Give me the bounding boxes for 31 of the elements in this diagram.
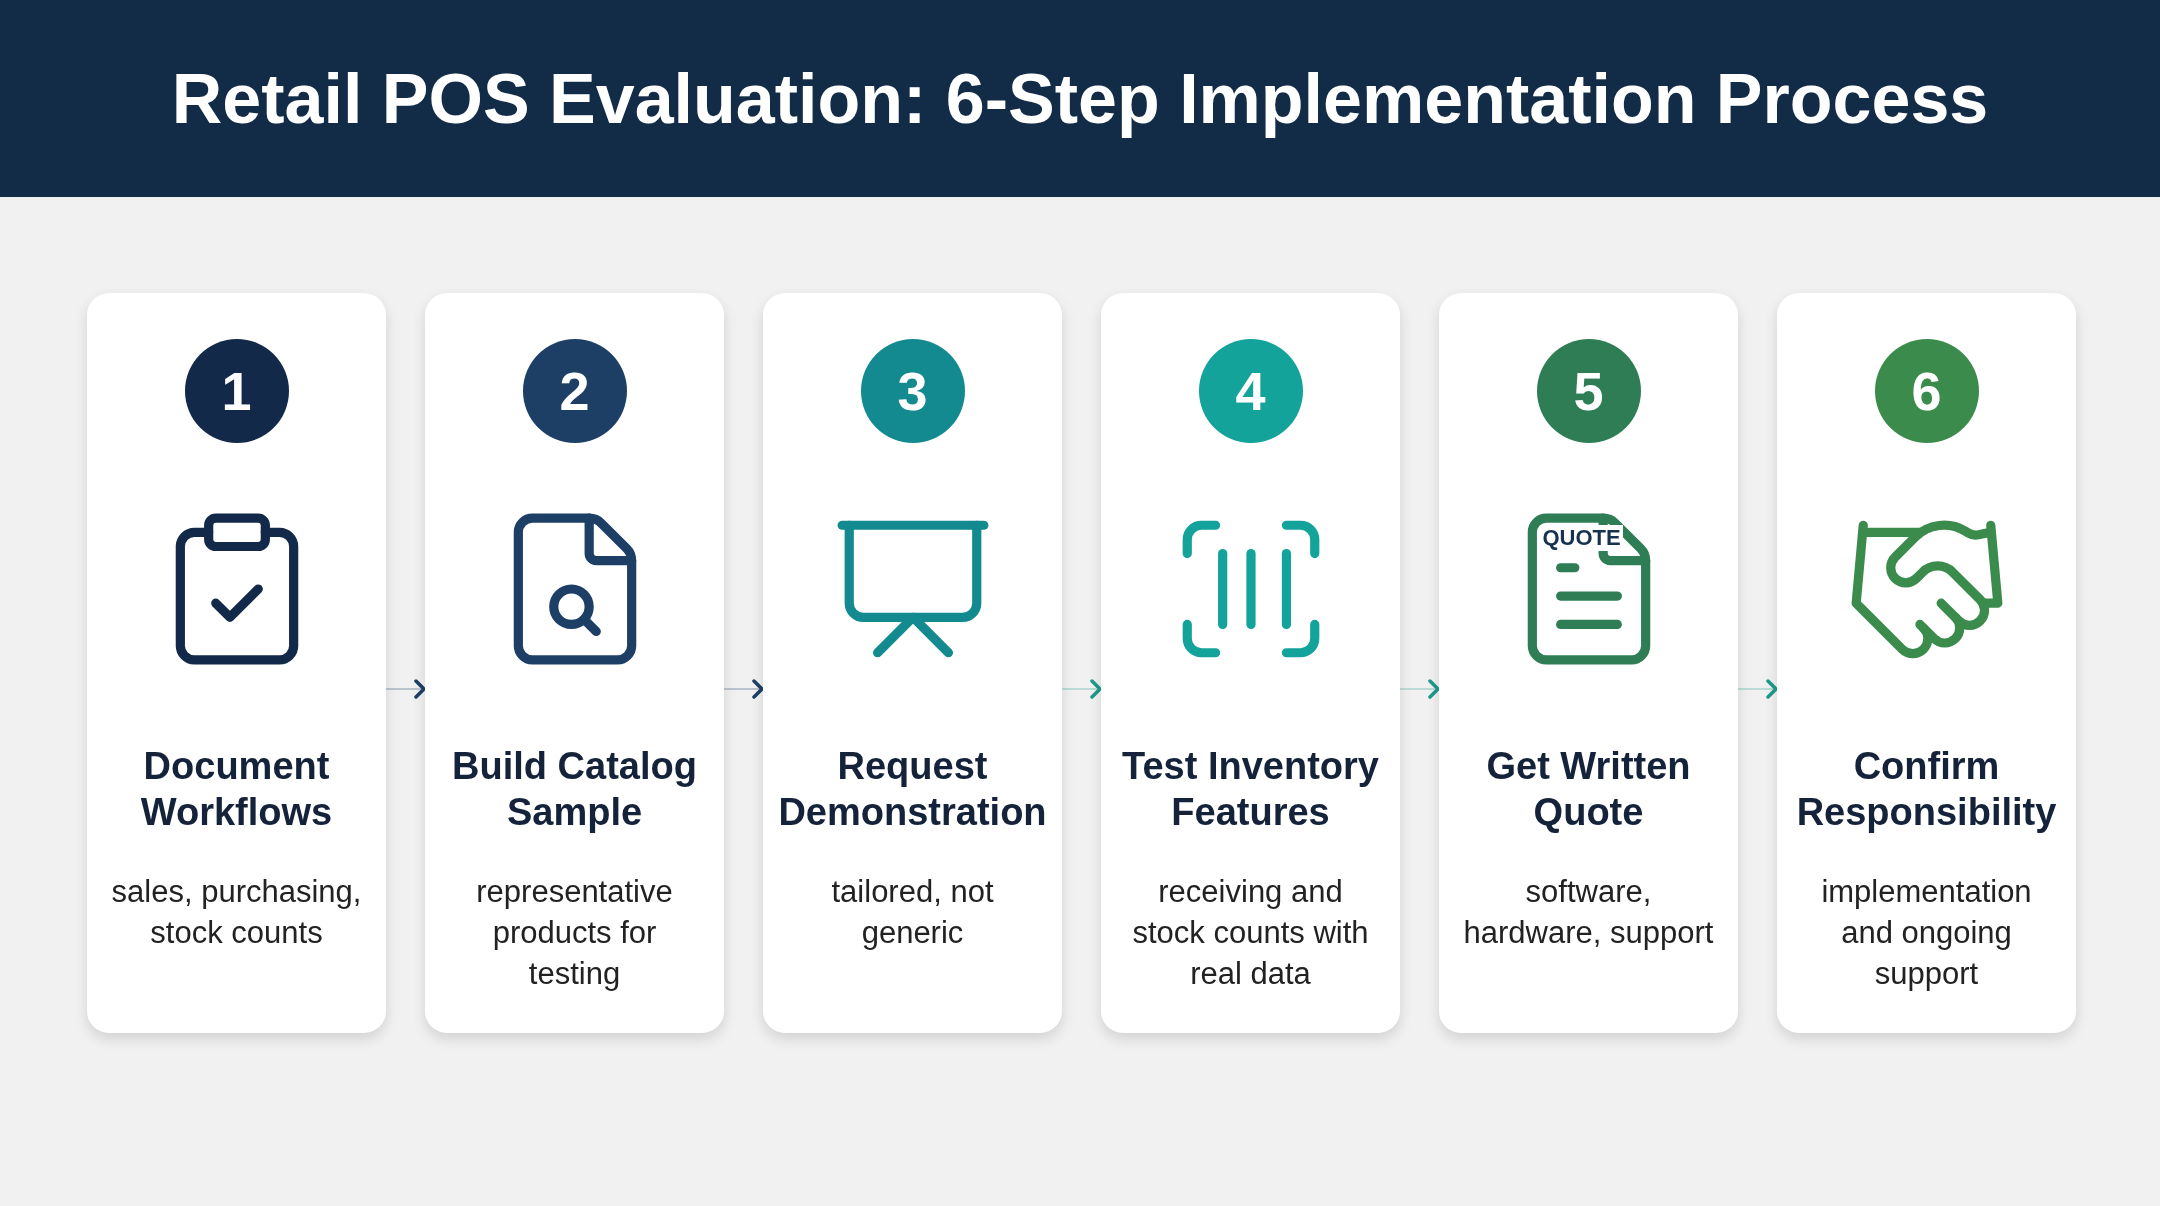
step-card [1777, 293, 2076, 1033]
title: Retail POS Evaluation: 6-Step Implementation Process [171, 58, 1989, 139]
step-card [87, 293, 386, 1033]
step-number: 6 [1874, 339, 1979, 443]
step-description: software, hardware, support [1462, 872, 1715, 952]
step-title: Get Written Quote [1485, 744, 1692, 836]
step-description: tailored, not generic [830, 872, 995, 952]
step-card [1101, 293, 1400, 1033]
step-number: 4 [1198, 339, 1303, 443]
arrow [723, 679, 764, 699]
step-number: 5 [1536, 339, 1641, 443]
step-card [425, 293, 724, 1033]
arrow [1061, 679, 1102, 699]
step-card [763, 293, 1062, 1033]
step-description: sales, purchasing, stock counts [110, 872, 363, 952]
step-title: Test Inventory Features [1121, 744, 1380, 836]
step-number: 2 [522, 339, 627, 443]
step-title: Confirm Responsibility [1795, 744, 2058, 836]
step-title: Build Catalog Sample [451, 744, 698, 836]
step-number: 3 [860, 339, 965, 443]
step-description: representative products for testing [475, 872, 674, 993]
arrow [1737, 679, 1778, 699]
arrow [1399, 679, 1440, 699]
arrow [385, 679, 426, 699]
quote-label: QUOTE [1540, 525, 1623, 551]
step-card [1439, 293, 1738, 1033]
step-description: implementation and ongoing support [1820, 872, 2033, 993]
step-description: receiving and stock counts with real data [1131, 872, 1370, 993]
step-title: Request Demonstration [777, 744, 1048, 836]
step-number: 1 [184, 339, 289, 443]
step-title: Document Workflows [139, 744, 334, 836]
